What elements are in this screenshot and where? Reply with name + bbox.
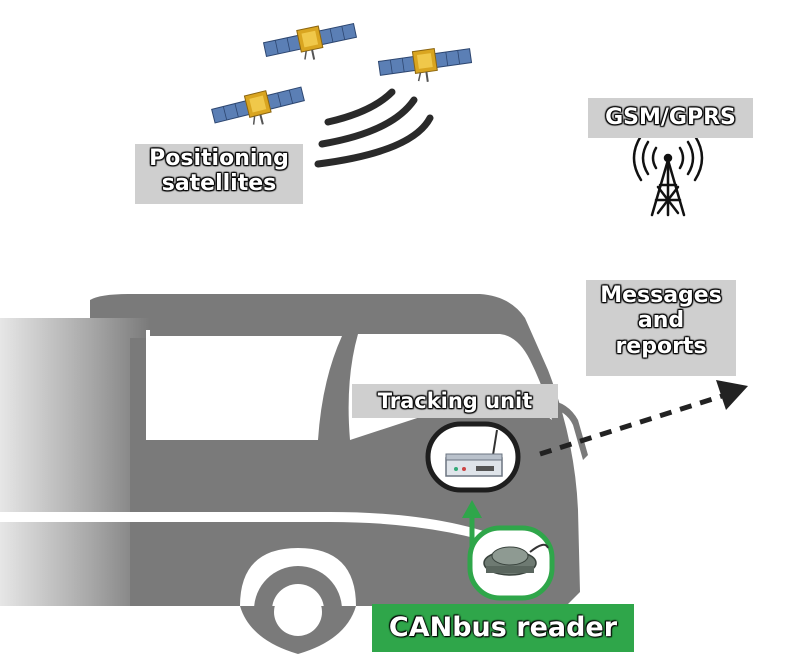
messages-label: Messages and reports <box>586 280 736 376</box>
canbus-reader-label: CANbus reader <box>372 604 634 652</box>
gsm-label: GSM/GPRS <box>588 98 753 138</box>
satellites-label-line1: Positioning <box>149 146 289 171</box>
messages-label-line1: Messages <box>600 283 722 308</box>
messages-label-line2: and <box>637 308 685 334</box>
tracking-unit-bubble[interactable] <box>425 421 521 493</box>
signal-waves-icon <box>314 88 434 168</box>
satellites-label: Positioning satellites <box>135 144 303 204</box>
transmission-arrow <box>539 380 748 457</box>
messages-label-line3: reports <box>615 333 707 359</box>
canbus-device-icon <box>483 543 549 576</box>
satellites-label-line2: satellites <box>161 171 277 197</box>
canbus-reader-bubble[interactable] <box>467 525 555 601</box>
satellite-icon <box>209 81 309 137</box>
satellite-icon <box>261 17 361 71</box>
tracking-unit-label: Tracking unit <box>352 384 558 418</box>
satellite-icon <box>376 42 475 90</box>
tracking-device-icon <box>445 429 503 477</box>
radio-tower-icon <box>632 134 704 217</box>
bus-icon <box>0 294 800 671</box>
